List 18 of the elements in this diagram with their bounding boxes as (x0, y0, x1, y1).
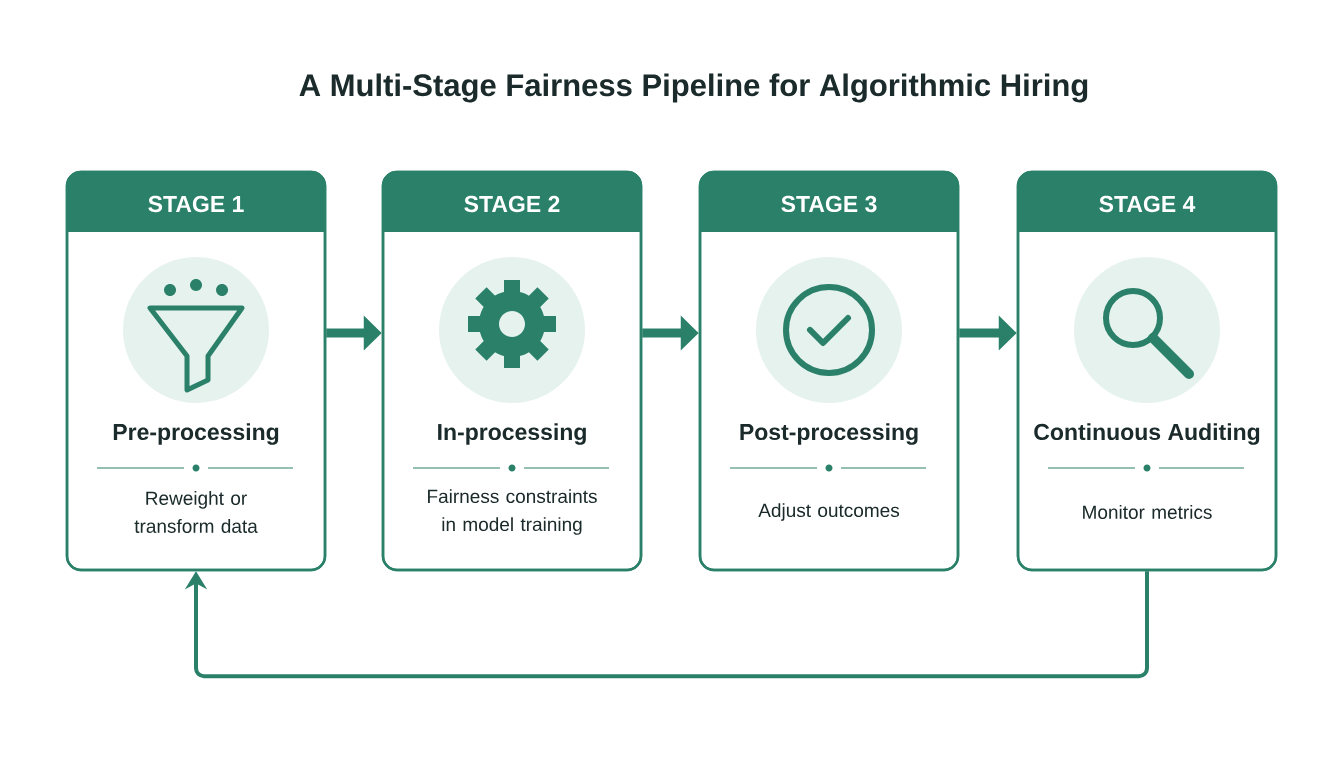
stage-description: Adjust outcomes (758, 503, 900, 521)
stage-title: Continuous Auditing (1034, 423, 1260, 445)
stage-card (381, 170, 643, 572)
stage-description: Monitor metrics (1083, 505, 1212, 519)
stage-title: Post-processing (740, 423, 918, 445)
stage-label: STAGE 2 (464, 195, 560, 213)
stage-label: STAGE 4 (1099, 195, 1196, 213)
title: A Multi-Stage Fairness Pipeline for Algorithmic Hiring (299, 73, 1088, 103)
stage-title: In-processing (438, 423, 586, 445)
stage-label: STAGE 1 (148, 195, 244, 213)
stage-label: STAGE 3 (781, 195, 877, 213)
stage-title: Pre-processing (113, 423, 279, 445)
stage-card (1016, 170, 1278, 572)
stage-card (65, 170, 327, 572)
stage-card (698, 170, 960, 572)
stage-description: Reweight or transform data (134, 491, 258, 533)
feedback-arrow (184, 571, 1149, 679)
stage-description: Fairness constraints in model training (428, 489, 597, 535)
